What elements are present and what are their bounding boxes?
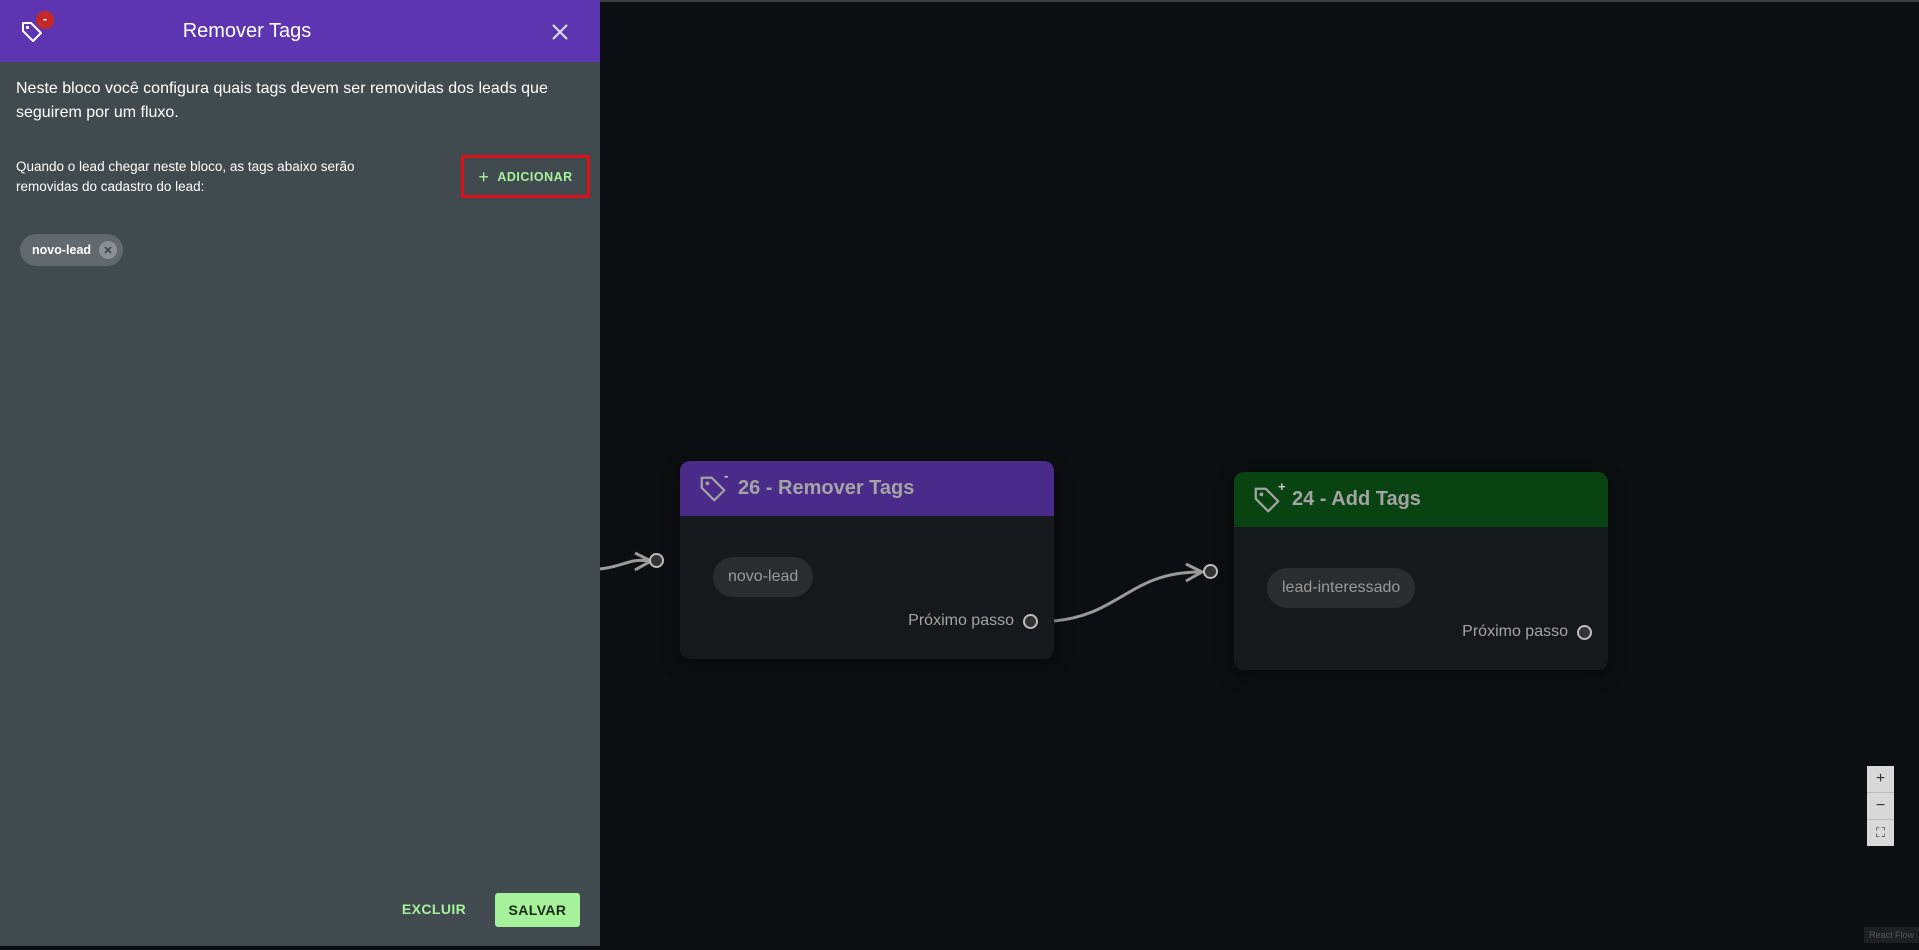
input-handle[interactable]: [1203, 564, 1218, 579]
node-tag: novo-lead: [713, 557, 814, 597]
panel-instruction: Quando o lead chegar neste bloco, as tag…: [16, 159, 355, 194]
connecting-edge: [1053, 570, 1201, 623]
output-handle[interactable]: [1577, 625, 1592, 640]
close-icon[interactable]: [548, 20, 572, 44]
tag-icon: +: [1252, 479, 1286, 515]
fit-view-button[interactable]: ⛶: [1875, 825, 1886, 840]
panel-header: - Remover Tags: [0, 0, 600, 62]
tag-icon: -: [698, 468, 728, 504]
zoom-out-button[interactable]: −: [1867, 793, 1894, 820]
incoming-edge: [599, 558, 649, 571]
tag-chip-label: novo-lead: [32, 243, 92, 257]
add-tag-button[interactable]: + ADICIONAR: [461, 155, 590, 198]
panel-title: Remover Tags: [182, 20, 312, 42]
flow-node-add-tags[interactable]: + 24 - Add Tags lead-interessado Próximo…: [1234, 472, 1608, 670]
node-title: 26 - Remover Tags: [738, 477, 915, 499]
remove-tag-icon[interactable]: [99, 241, 118, 259]
zoom-in-button[interactable]: +: [1867, 766, 1894, 793]
remove-tags-panel: - Remover Tags Neste bloco você configur…: [0, 0, 600, 946]
react-flow-attribution[interactable]: React Flow: [1864, 927, 1919, 943]
node-header: - 26 - Remover Tags: [680, 461, 1054, 516]
node-header: + 24 - Add Tags: [1234, 472, 1608, 527]
plus-icon: +: [478, 166, 490, 187]
tag-chip: novo-lead: [20, 234, 124, 266]
node-tag: lead-interessado: [1267, 568, 1416, 608]
connecting-edge-arrow: [1185, 562, 1206, 583]
canvas-top-border: [600, 0, 1919, 2]
panel-description: Neste bloco você configura quais tags de…: [16, 80, 548, 121]
save-button[interactable]: SALVAR: [495, 893, 580, 927]
delete-button[interactable]: EXCLUIR: [401, 901, 467, 917]
add-tag-button-label: ADICIONAR: [497, 169, 573, 184]
zoom-controls: + − ⛶: [1867, 766, 1894, 846]
node-sign: +: [1278, 478, 1286, 494]
node-sign: -: [724, 467, 729, 483]
tag-icon: [20, 20, 44, 44]
output-handle[interactable]: [1023, 614, 1038, 629]
input-handle[interactable]: [649, 553, 664, 568]
node-title: 24 - Add Tags: [1292, 488, 1421, 510]
next-step-label: Próximo passo: [908, 612, 1014, 629]
flow-node-remove-tags[interactable]: - 26 - Remover Tags novo-lead Próximo pa…: [680, 461, 1054, 659]
remove-badge: -: [36, 11, 54, 29]
next-step-label: Próximo passo: [1462, 623, 1568, 640]
